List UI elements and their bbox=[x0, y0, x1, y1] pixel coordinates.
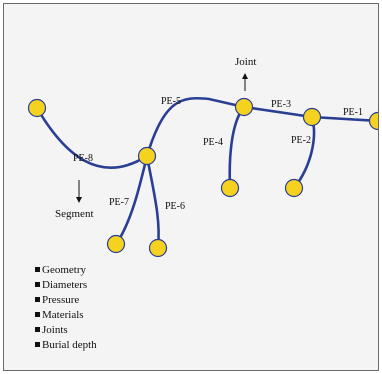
pipe-network-diagram: PE-1 PE-2 PE-3 PE-4 PE-5 PE-6 PE-7 PE-8 … bbox=[27, 56, 378, 258]
legend-item-label: Pressure bbox=[42, 294, 80, 306]
legend-item-label: Geometry bbox=[42, 264, 86, 276]
pipe-segments bbox=[35, 96, 378, 249]
label-pe-5: PE-5 bbox=[161, 96, 181, 107]
legend-item-geometry: Geometry bbox=[35, 263, 97, 278]
legend-item-burial-depth: Burial depth bbox=[35, 338, 97, 353]
label-pe-4: PE-4 bbox=[203, 137, 223, 148]
legend-item-pressure: Pressure bbox=[35, 293, 97, 308]
node-pe-6-end bbox=[148, 238, 168, 258]
node-left-end bbox=[27, 98, 47, 118]
pipe-nodes bbox=[27, 97, 378, 258]
diagram-frame: PE-1 PE-2 PE-3 PE-4 PE-5 PE-6 PE-7 PE-8 … bbox=[3, 3, 379, 371]
pipe-pe-3 bbox=[242, 105, 314, 119]
node-right-junction bbox=[302, 107, 322, 127]
pipe-pe-8 bbox=[35, 106, 149, 169]
node-pe-2-end bbox=[284, 178, 304, 198]
legend-item-label: Materials bbox=[42, 309, 84, 321]
label-pe-2: PE-2 bbox=[291, 135, 311, 146]
label-joint: Joint bbox=[235, 56, 256, 68]
attribute-legend: Geometry Diameters Pressure Materials Jo… bbox=[35, 263, 97, 353]
pipe-pe-7 bbox=[115, 154, 149, 245]
bullet-square-icon bbox=[35, 297, 40, 302]
legend-item-diameters: Diameters bbox=[35, 278, 97, 293]
legend-item-materials: Materials bbox=[35, 308, 97, 323]
label-pe-7: PE-7 bbox=[109, 197, 129, 208]
node-right-end bbox=[368, 111, 378, 131]
bullet-square-icon bbox=[35, 327, 40, 332]
pipe-pe-1 bbox=[310, 115, 378, 123]
bullet-square-icon bbox=[35, 312, 40, 317]
pipe-pe-5 bbox=[145, 96, 246, 158]
bullet-square-icon bbox=[35, 342, 40, 347]
bullet-square-icon bbox=[35, 282, 40, 287]
label-pe-1: PE-1 bbox=[343, 107, 363, 118]
legend-item-label: Burial depth bbox=[42, 339, 97, 351]
legend-item-label: Joints bbox=[42, 324, 68, 336]
legend-item-joints: Joints bbox=[35, 323, 97, 338]
node-pe-4-end bbox=[220, 178, 240, 198]
label-pe-8: PE-8 bbox=[73, 153, 93, 164]
label-pe-6: PE-6 bbox=[165, 201, 185, 212]
legend-item-label: Diameters bbox=[42, 279, 88, 291]
pipe-pe-4 bbox=[228, 105, 246, 189]
node-center-junction bbox=[137, 146, 157, 166]
node-joint-junction bbox=[234, 97, 254, 117]
pipe-pe-6 bbox=[145, 154, 160, 249]
node-pe-7-end bbox=[106, 234, 126, 254]
bullet-square-icon bbox=[35, 267, 40, 272]
label-pe-3: PE-3 bbox=[271, 99, 291, 110]
label-segment: Segment bbox=[55, 208, 94, 220]
pipe-pe-2 bbox=[293, 115, 316, 189]
